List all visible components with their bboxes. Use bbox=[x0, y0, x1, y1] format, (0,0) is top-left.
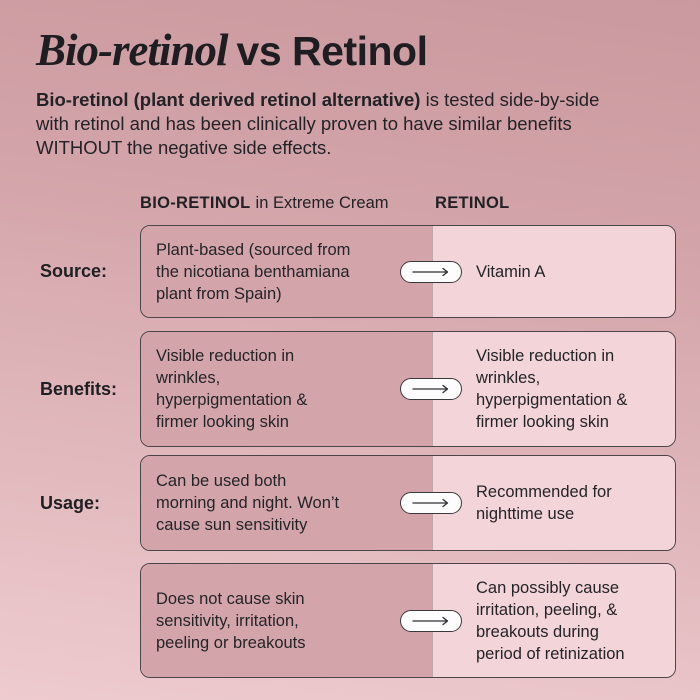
row-box: Can be used both morning and night. Won’… bbox=[140, 455, 676, 551]
row-label-empty bbox=[40, 563, 140, 678]
table-row-side-effects: Does not cause skin sensitivity, irritat… bbox=[40, 563, 678, 678]
right-arrow-icon bbox=[409, 498, 453, 508]
intro-paragraph: Bio-retinol (plant derived retinol alter… bbox=[36, 88, 676, 160]
row-label-benefits: Benefits: bbox=[40, 378, 118, 399]
cell-bio-retinol: Can be used both morning and night. Won’… bbox=[141, 456, 432, 550]
table-row-benefits: Benefits: Visible reduction in wrinkles,… bbox=[40, 331, 678, 447]
arrow-pill bbox=[400, 260, 462, 283]
comparison-table: Source: Plant-based (sourced from the ni… bbox=[40, 225, 678, 678]
row-label-source: Source: bbox=[40, 261, 108, 281]
right-arrow-icon bbox=[409, 384, 453, 394]
cell-retinol: Vitamin A bbox=[432, 226, 675, 317]
column-header-bio-retinol-name: BIO-RETINOL bbox=[140, 194, 251, 212]
row-box: Does not cause skin sensitivity, irritat… bbox=[140, 563, 676, 678]
arrow-pill bbox=[400, 378, 462, 400]
title-vs-part: vs Retinol bbox=[236, 28, 428, 74]
right-arrow-icon bbox=[409, 267, 453, 277]
cell-bio-retinol: Visible reduction in wrinkles, hyperpigm… bbox=[141, 332, 432, 446]
cell-text: Does not cause skin sensitivity, irritat… bbox=[156, 589, 306, 652]
table-row-usage: Usage: Can be used both morning and nigh… bbox=[40, 455, 678, 551]
cell-text: Can be used both morning and night. Won’… bbox=[156, 472, 340, 534]
table-row-source: Source: Plant-based (sourced from the ni… bbox=[40, 225, 678, 318]
cell-bio-retinol: Plant-based (sourced from the nicotiana … bbox=[141, 226, 432, 317]
row-box: Plant-based (sourced from the nicotiana … bbox=[140, 225, 676, 318]
cell-text: Can possibly cause irritation, peeling, … bbox=[476, 578, 625, 663]
cell-text: Visible reduction in wrinkles, hyperpigm… bbox=[476, 347, 628, 431]
arrow-pill bbox=[400, 609, 462, 632]
cell-text: Vitamin A bbox=[476, 262, 546, 281]
right-arrow-icon bbox=[409, 616, 453, 626]
column-header-retinol: RETINOL bbox=[435, 194, 510, 212]
arrow-pill bbox=[400, 492, 462, 514]
cell-text: Visible reduction in wrinkles, hyperpigm… bbox=[156, 347, 308, 431]
cell-text: Plant-based (sourced from the nicotiana … bbox=[156, 240, 351, 303]
intro-lead-bold: Bio-retinol (plant derived retinol alter… bbox=[36, 89, 421, 110]
intro-body: is tested side-by-side with retinol and … bbox=[36, 89, 600, 158]
cell-retinol: Recommended for nighttime use bbox=[432, 456, 675, 550]
title-brand-part: Bio-retinol bbox=[36, 25, 229, 75]
cell-text: Recommended for nighttime use bbox=[476, 483, 612, 523]
row-box: Visible reduction in wrinkles, hyperpigm… bbox=[140, 331, 676, 447]
cell-bio-retinol: Does not cause skin sensitivity, irritat… bbox=[141, 564, 432, 677]
cell-retinol: Visible reduction in wrinkles, hyperpigm… bbox=[432, 332, 675, 446]
row-label-usage: Usage: bbox=[40, 492, 101, 513]
column-header-bio-retinol-suffix: in Extreme Cream bbox=[255, 194, 389, 212]
cell-retinol: Can possibly cause irritation, peeling, … bbox=[432, 564, 675, 677]
